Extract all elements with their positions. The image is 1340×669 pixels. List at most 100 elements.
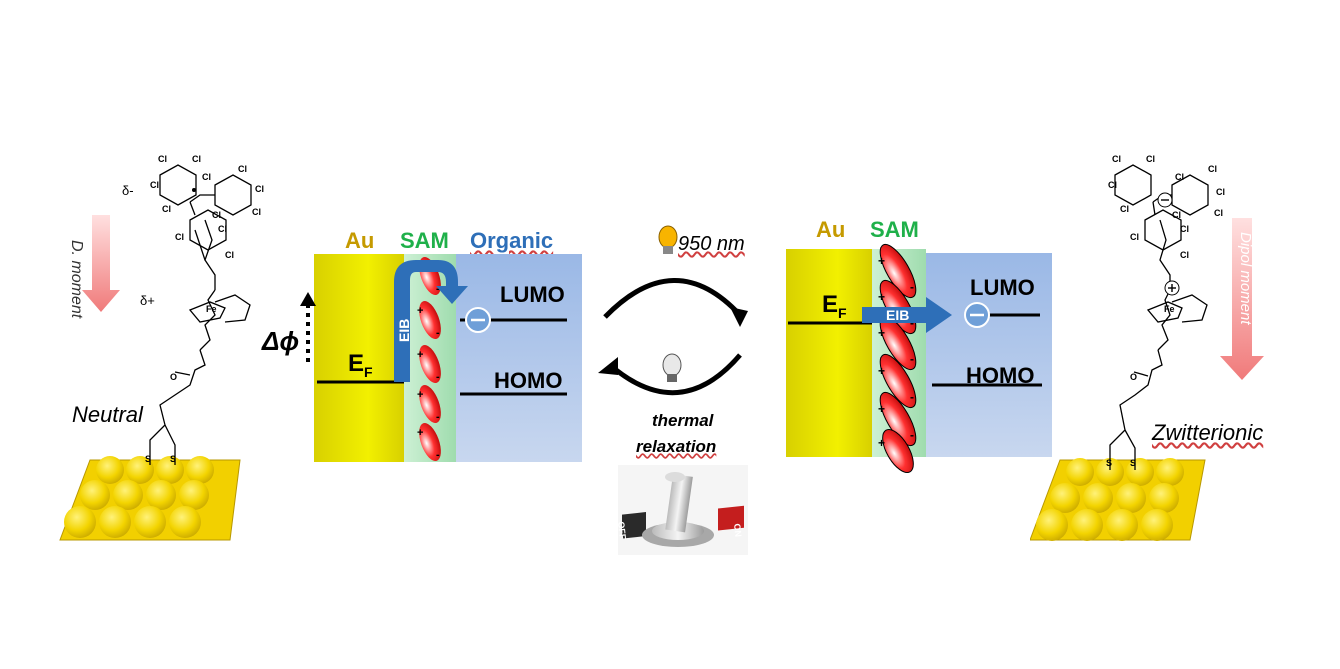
svg-text:+: + — [417, 427, 423, 439]
right-chlorine-atom: Cl — [1208, 164, 1217, 174]
right-chlorine-atom: Cl — [1214, 208, 1223, 218]
left-chlorine-atom: Cl — [162, 204, 171, 214]
right-au-region — [786, 249, 872, 457]
right-chlorine-atom: Cl — [1175, 172, 1184, 182]
right-eib-label: EIB — [886, 307, 910, 323]
right-sulfur-1: S — [1106, 458, 1112, 468]
svg-text:-: - — [436, 283, 440, 295]
toggle-switch: OFF ON — [616, 465, 748, 555]
right-chlorine-atom: Cl — [1216, 187, 1225, 197]
left-au-region — [314, 254, 404, 462]
svg-text:+: + — [878, 436, 885, 450]
left-sulfur-1: S — [145, 454, 151, 464]
left-organic-label: Organic — [470, 228, 554, 253]
left-chlorine-atom: Cl — [175, 232, 184, 242]
right-ef-label: EF — [822, 291, 847, 321]
right-au-label: Au — [816, 217, 846, 242]
right-oxygen: O — [1130, 372, 1137, 382]
right-panel-overlay: +- +- +- +- +- + — [788, 243, 1042, 473]
left-molecule-chain — [149, 164, 252, 465]
neutral-label: Neutral — [72, 402, 143, 427]
left-dipole-label: D. moment — [68, 240, 85, 319]
right-chlorine-atom: Cl — [1172, 210, 1181, 220]
toggle-switch-drawing — [618, 465, 748, 555]
left-eib-label: EIB — [396, 318, 412, 342]
left-molecule-drawing: S S O Fe Cl Cl Cl Cl Cl Cl Cl Cl Cl Cl C… — [59, 154, 264, 541]
left-panel-overlay: +- +- +- +- +- — [300, 256, 567, 462]
left-chlorine-atom: Cl — [192, 154, 201, 164]
right-energy-diagram: Au SAM +- +- +- +- +- + — [770, 215, 1070, 475]
right-chlorine-atom: Cl — [1112, 154, 1121, 164]
right-chlorine-atom: Cl — [1108, 180, 1117, 190]
zwitterionic-label: Zwitterionic — [1152, 420, 1264, 445]
light-wavelength-label: 950 nm — [678, 233, 745, 255]
svg-text:+: + — [878, 254, 885, 268]
left-chlorine-atom: Cl — [255, 184, 264, 194]
svg-text:-: - — [436, 449, 440, 461]
left-chlorine-atom: Cl — [252, 207, 261, 217]
left-molecule: S S O Fe Cl Cl Cl Cl Cl Cl Cl Cl Cl Cl C… — [40, 140, 300, 560]
left-chlorine-atom: Cl — [202, 172, 211, 182]
light-bulb-off-icon — [662, 353, 682, 382]
svg-text:+: + — [417, 305, 423, 317]
left-gold-substrate — [59, 456, 241, 541]
left-eib-arrow — [394, 260, 468, 382]
svg-text:+: + — [878, 364, 885, 378]
left-oxygen: O — [170, 372, 177, 382]
svg-text:+: + — [417, 349, 423, 361]
right-chlorine-atom: Cl — [1180, 250, 1189, 260]
right-sulfur-2: S — [1130, 458, 1136, 468]
svg-text:-: - — [910, 390, 914, 404]
svg-text:-: - — [910, 428, 914, 442]
svg-text:-: - — [910, 280, 914, 294]
right-lumo-label: LUMO — [970, 275, 1035, 300]
right-gold-substrate — [1029, 458, 1206, 541]
delta-phi-label: Δϕ — [262, 326, 300, 356]
left-chlorine-atom: Cl — [238, 164, 247, 174]
left-dipole-arrow — [82, 215, 120, 312]
left-chlorine-atom: Cl — [150, 180, 159, 190]
right-molecule-drawing: S S O Fe Cl Cl Cl Cl Cl Cl Cl Cl Cl Cl C… — [1029, 154, 1264, 541]
left-chlorine-atom: Cl — [212, 210, 221, 220]
light-bulb-on-icon — [658, 225, 678, 254]
left-au-label: Au — [345, 228, 375, 253]
svg-text:+: + — [417, 389, 423, 401]
left-ef-label: EF — [348, 350, 373, 380]
right-chlorine-atom: Cl — [1130, 232, 1139, 242]
left-lumo-label: LUMO — [500, 282, 565, 307]
right-iron: Fe — [1164, 304, 1175, 314]
switch-on-label: ON — [732, 523, 744, 538]
right-chlorine-atom: Cl — [1180, 224, 1189, 234]
right-dipole-arrow — [1220, 218, 1264, 380]
left-chlorine-atom: Cl — [158, 154, 167, 164]
left-sulfur-2: S — [170, 454, 176, 464]
left-organic-region — [456, 254, 582, 462]
delta-plus-label: δ+ — [140, 293, 155, 308]
right-sam-label: SAM — [870, 217, 919, 242]
left-chlorine-atom: Cl — [218, 224, 227, 234]
right-molecule: S S O Fe Cl Cl Cl Cl Cl Cl Cl Cl Cl Cl C… — [1029, 140, 1310, 560]
center-cycle-drawing — [598, 225, 748, 396]
right-organic-region — [926, 253, 1052, 457]
right-homo-label: HOMO — [966, 363, 1035, 388]
svg-text:+: + — [878, 290, 885, 304]
thermal-label-line1: thermal — [652, 411, 714, 430]
thermal-label-line2: relaxation — [636, 437, 717, 456]
svg-text:+: + — [878, 402, 885, 416]
right-molecule-chain — [1109, 164, 1209, 470]
right-eib-arrow — [862, 297, 952, 333]
svg-text:+: + — [878, 326, 885, 340]
left-homo-label: HOMO — [494, 368, 563, 393]
left-energy-diagram: Au SAM Organic + - + - — [262, 222, 602, 472]
right-dipole-label: Dipol moment — [1237, 232, 1254, 325]
left-sam-label: SAM — [400, 228, 449, 253]
left-iron: Fe — [206, 304, 217, 314]
center-switch-cycle: 950 nm thermal relaxation OFF ON — [590, 215, 770, 565]
switch-off-label: OFF — [616, 521, 628, 540]
right-chlorine-atom: Cl — [1120, 204, 1129, 214]
svg-text:-: - — [436, 327, 440, 339]
delta-minus-label: δ- — [122, 183, 134, 198]
svg-text:-: - — [436, 411, 440, 423]
right-chlorine-atom: Cl — [1146, 154, 1155, 164]
svg-text:-: - — [436, 371, 440, 383]
